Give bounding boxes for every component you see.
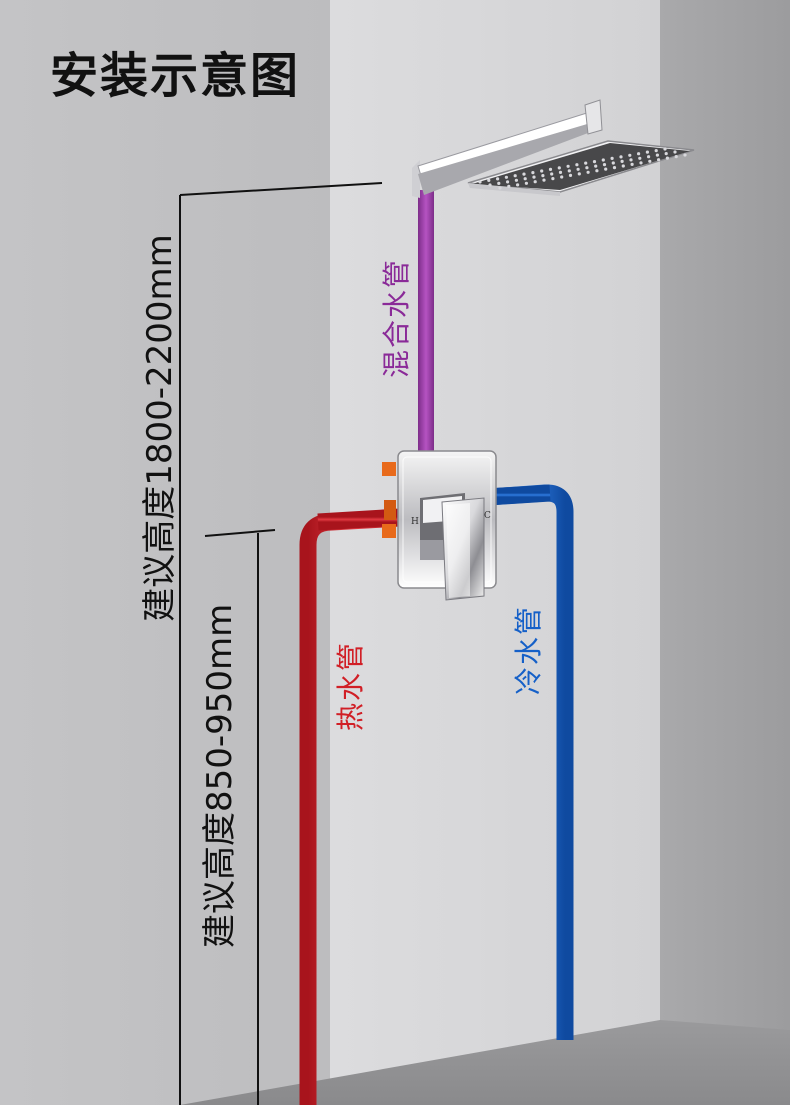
shower-height-label: 建议高度1800-2200mm [140,234,180,622]
mixed-pipe-label: 混合水管 [380,258,413,379]
dimension-line-high-top [179,182,383,196]
valve-body [382,462,396,538]
valve-handle[interactable] [420,493,485,601]
shower-arm [412,99,603,198]
mixed-water-pipe [418,190,434,465]
dimension-line-low-top [204,529,276,537]
cold-water-pipe-horizontal [487,484,551,506]
floor [180,1020,790,1105]
cold-pipe-label: 冷水管 [512,605,545,696]
page-title: 安装示意图 [50,48,301,104]
hot-pipe-label: 热水管 [334,641,367,732]
side-wall [660,0,790,1105]
valve-cold-mark: C [484,511,491,521]
shower-nozzles [478,147,687,190]
valve-hot-mark: H [411,517,419,527]
left-wall [0,0,330,1105]
valve-height-label: 建议高度850-950mm [200,603,240,948]
